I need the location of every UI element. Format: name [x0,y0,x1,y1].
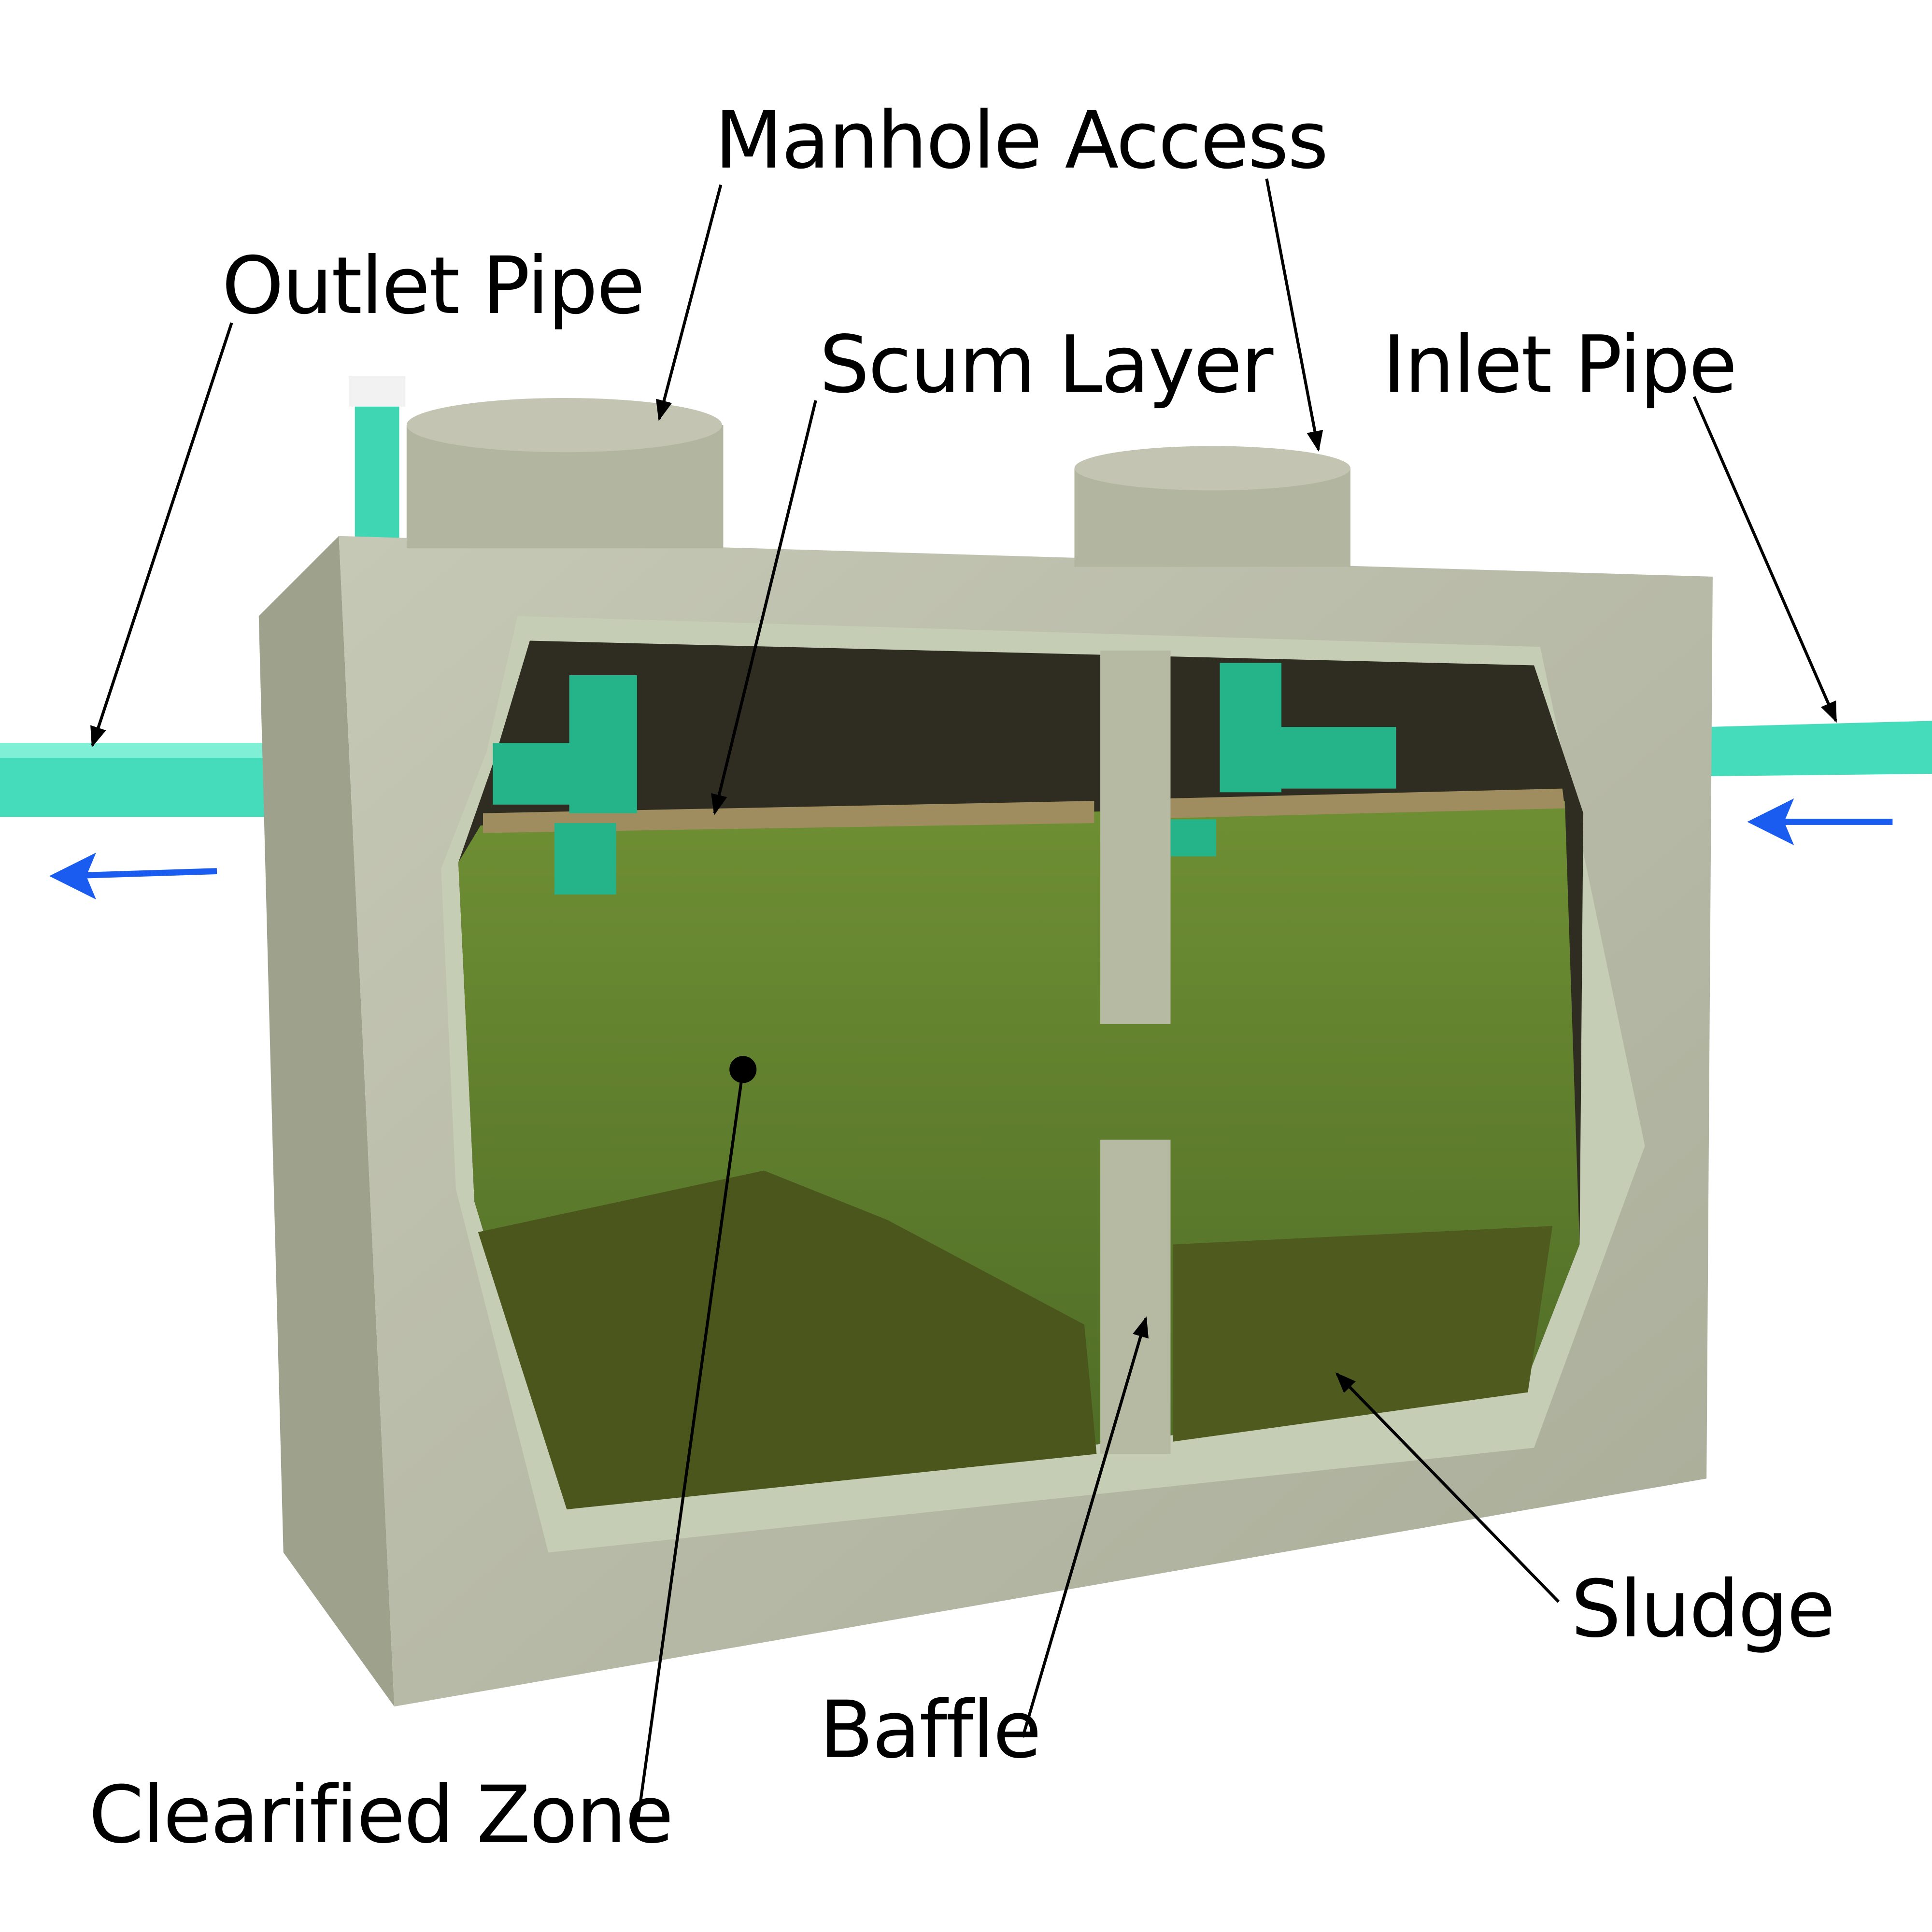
leader-outlet [90,322,233,748]
leader-clearified [637,1069,745,1818]
manhole-left [406,398,724,549]
vent-pipe [348,376,406,549]
label-outlet-pipe: Outlet Pipe [222,240,644,332]
label-clearified-zone: Clearified Zone [89,1769,672,1861]
label-manhole-access: Manhole Access [715,94,1328,186]
leader-manhole-right [1265,178,1323,452]
scum-layer [483,801,1094,833]
clearified-dot [729,1056,757,1083]
label-sludge: Sludge [1571,1563,1834,1655]
outlet-tee [493,675,637,895]
label-inlet-pipe: Inlet Pipe [1382,318,1736,411]
leader-sludge [1335,1372,1560,1603]
leader-baffle [1021,1316,1149,1738]
outlet-pipe [0,743,296,817]
baffle [1100,650,1171,1454]
label-baffle: Baffle [819,1684,1040,1776]
label-scum-layer: Scum Layer [819,318,1274,411]
manhole-right [1074,446,1350,567]
inlet-pipe [1706,721,1932,777]
leader-scum [711,400,817,815]
sludge-layer [478,1170,1097,1509]
flow-arrow-in [1747,798,1893,845]
leader-manhole-left [656,184,723,421]
inlet-tee [1170,663,1396,856]
flow-arrow-out [49,852,217,900]
leader-inlet [1692,396,1837,723]
tank-body [258,398,1713,1707]
